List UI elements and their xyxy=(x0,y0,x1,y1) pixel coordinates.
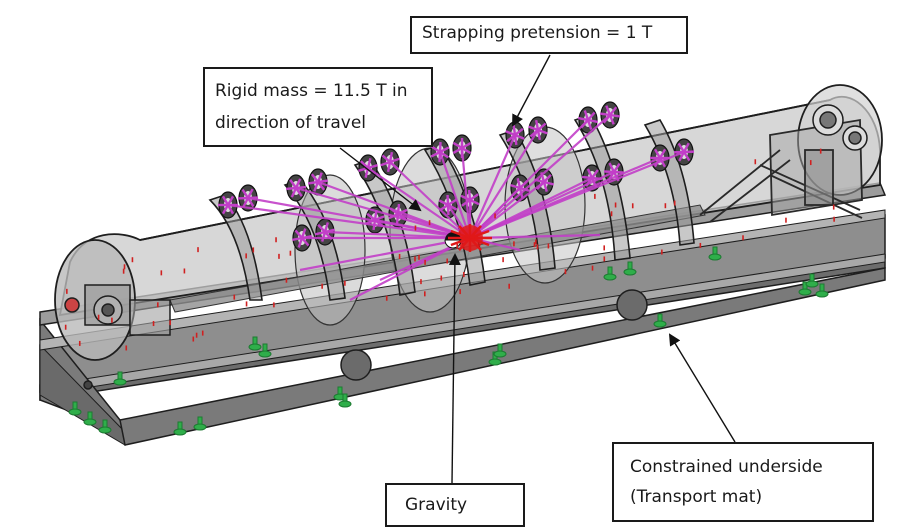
strap-line xyxy=(469,181,545,239)
frame-tubes xyxy=(83,289,648,390)
arrow-rigid-mass xyxy=(339,147,422,212)
strapping-pretension-label: Strapping pretension = 1 T xyxy=(410,16,688,54)
constraint-foot xyxy=(113,371,127,386)
left-end-fittings xyxy=(64,284,171,336)
strap-line xyxy=(460,147,472,239)
gravity-label: Gravity xyxy=(385,483,525,527)
cradle-frame xyxy=(699,118,863,223)
strap-line xyxy=(469,119,589,239)
constraint-foot xyxy=(338,393,352,408)
leader-arrows xyxy=(339,54,736,484)
strap-line xyxy=(469,114,611,239)
constraint-foot xyxy=(493,343,507,358)
constrained-text-line2: (Transport mat) xyxy=(630,487,763,507)
strap-line xyxy=(389,161,471,239)
strap-line xyxy=(469,129,539,239)
rigid-mass-text-line1: Rigid mass = 11.5 T in xyxy=(215,81,408,101)
constraint-foot xyxy=(488,351,502,366)
constraint-foot xyxy=(603,266,617,281)
constraint-foot xyxy=(805,273,819,288)
underside-constraints xyxy=(68,246,829,436)
constraint-foot xyxy=(68,401,82,416)
rigid-mass-label: Rigid mass = 11.5 T in direction of trav… xyxy=(203,67,433,147)
strap-line xyxy=(227,203,471,240)
arrow-constrained xyxy=(668,333,736,443)
strap-line xyxy=(469,150,685,240)
constraint-foot xyxy=(173,421,187,436)
strap-line xyxy=(438,151,472,239)
constraint-foot xyxy=(248,336,262,351)
strap-line xyxy=(299,236,471,272)
constrained-text-line1: Constrained underside xyxy=(630,457,823,477)
constraint-foot xyxy=(653,313,667,328)
constraint-foot xyxy=(708,246,722,261)
gravity-text: Gravity xyxy=(405,495,468,515)
constraint-foot xyxy=(623,261,637,276)
strap-line xyxy=(468,134,517,239)
strapping-pretension-text: Strapping pretension = 1 T xyxy=(422,23,653,43)
constrained-underside-label: Constrained underside (Transport mat) xyxy=(612,442,874,522)
constraint-foot xyxy=(193,416,207,431)
arrow-gravity xyxy=(448,253,461,484)
constraint-foot xyxy=(815,283,829,298)
constraint-foot xyxy=(98,419,112,434)
load-markers xyxy=(64,148,835,351)
strapping-lines xyxy=(227,114,685,301)
arrow-strapping xyxy=(512,54,551,127)
constraint-foot xyxy=(798,281,812,296)
constraint-foot xyxy=(83,411,97,426)
rigid-mass-text-line2: direction of travel xyxy=(215,113,367,133)
strap-line xyxy=(295,186,471,240)
right-end-ports xyxy=(812,104,868,151)
constraint-foot xyxy=(258,343,272,358)
